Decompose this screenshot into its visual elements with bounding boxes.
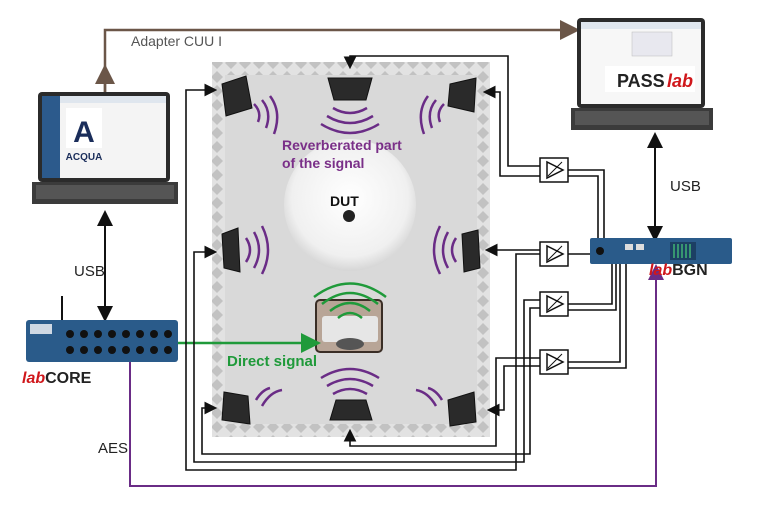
amplifiers [539,157,569,375]
usb-connections [97,132,663,322]
speaker-bottom-center-icon [329,399,373,421]
aes-connection [129,264,664,487]
labcore-core-text: CORE [45,370,92,387]
adapter-label: Adapter CUU I [131,33,223,49]
reverb-line-1: Reverberated part [282,137,402,153]
speakers [221,75,481,427]
reverb-line-2: of the signal [282,155,365,171]
dut-icon [343,210,355,222]
acqua-logo-text: ACQUA [66,152,103,163]
labcore-lab-text: lab [22,370,46,387]
dut-sound-field [284,139,416,271]
svg-text:A: A [73,116,95,149]
pass-logo-main: PASS [617,71,665,91]
usb-left-label: USB [74,263,105,280]
direct-signal-label: Direct signal [227,353,318,370]
dut-label: DUT [330,193,359,209]
speaker-wiring [185,55,627,471]
amplifier-4-icon [539,349,569,375]
aes-label: AES [98,440,129,457]
direct-sound-waves [313,282,387,319]
speaker-top-right-icon [447,77,477,113]
amplifier-2-icon [539,241,569,267]
speaker-bottom-left-icon [221,391,251,425]
speaker-top-center-icon [327,77,373,101]
laptop-right-icon: PASS lab [571,18,713,130]
reverb-waves [244,95,458,407]
pass-logo-lab: lab [667,71,693,91]
labbgn-label: labBGN [649,262,708,280]
speaker-top-left-icon [221,75,253,117]
reverberated-label: Reverberated part of the signal [282,136,402,172]
amplifier-3-icon [539,291,569,317]
labbgn-bgn-text: BGN [672,262,708,279]
amplifier-1-icon [539,157,569,183]
speaker-bottom-right-icon [447,391,477,427]
usb-right-label: USB [670,178,701,195]
speaker-mid-left-icon [221,227,241,273]
labbgn-lab-text: lab [649,262,673,279]
labbgn-generator-icon [590,238,732,264]
head-sim-icon [315,299,383,353]
labcore-interface-icon [26,296,178,362]
laptop-left-icon: A [32,92,178,204]
adapter-connection [95,20,580,92]
labcore-label: labCORE [22,370,91,388]
speaker-mid-right-icon [461,229,481,273]
